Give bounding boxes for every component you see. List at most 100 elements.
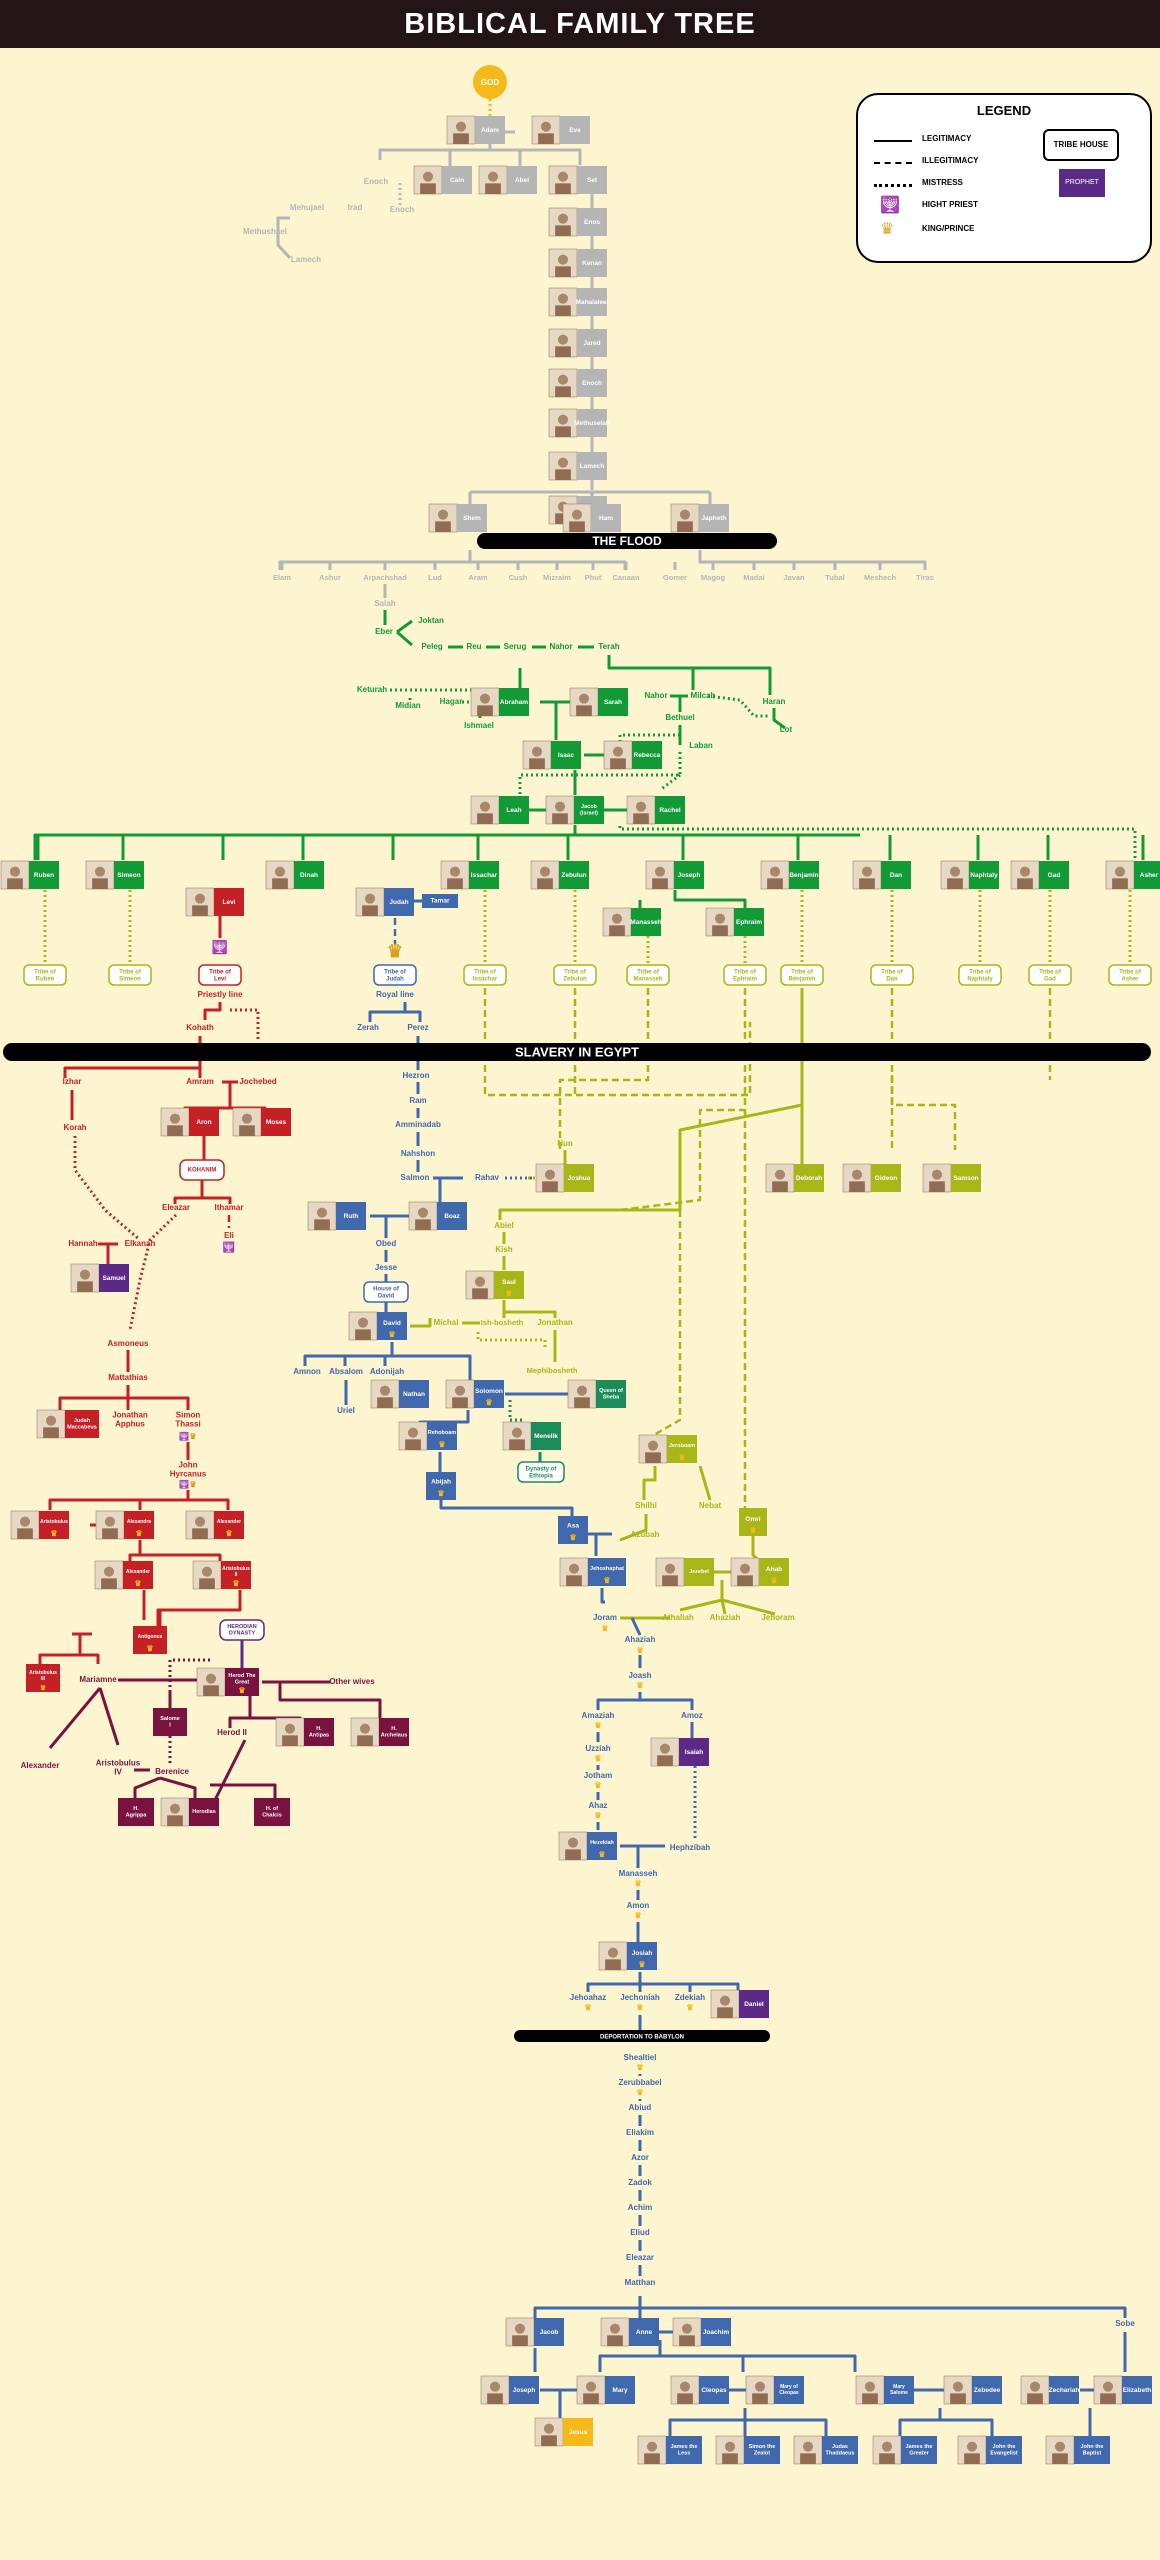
person-name: Saul (502, 1279, 516, 1286)
name-box (133, 1626, 167, 1654)
name-ahaziah: Ahaziah (625, 1635, 656, 1644)
legend: LEGEND LEGITIMACY ILLEGITIMACY MISTRESS … (856, 93, 1152, 263)
person-isaac: Isaac (522, 740, 581, 770)
name-irad: Irad (348, 203, 363, 212)
portrait-head (479, 693, 491, 704)
name-box (214, 1511, 244, 1539)
connector-line (673, 890, 747, 912)
connector-line (898, 2408, 942, 2438)
crown-icon: ♛ (678, 1453, 685, 1462)
connector-line (558, 988, 650, 1150)
person-herodias: Herodias (160, 1797, 219, 1827)
name-box (531, 1422, 561, 1450)
portrait-body (199, 1578, 215, 1589)
name-joktan: Joktan (418, 616, 444, 625)
person-name: Ruben (34, 872, 54, 879)
person-name: Herodias (192, 1809, 216, 1815)
crown-icon: ♛ (232, 1579, 239, 1588)
person-shem: Shem (428, 503, 487, 533)
name-box (631, 908, 661, 936)
person-antigonus: Antigonus♛ (133, 1626, 167, 1654)
person-anne: Anne (600, 2317, 659, 2347)
name-amaziah: Amaziah (582, 1711, 615, 1720)
person-david: David♛ (348, 1311, 407, 1341)
portrait-body (529, 758, 545, 769)
name-nahor: Nahor (549, 642, 572, 651)
portrait-body (542, 1181, 558, 1192)
name-other-wives: Other wives (329, 1677, 375, 1686)
person-name: Naphtaly (970, 872, 998, 879)
person-jared: Jared (548, 328, 607, 358)
portrait-body (362, 905, 378, 916)
portrait-head (557, 334, 569, 345)
name-keturah: Keturah (357, 685, 387, 694)
name-elam: Elam (273, 573, 291, 582)
connector-line (508, 1400, 525, 1422)
connector-line (707, 694, 770, 718)
portrait-body (92, 878, 108, 889)
portrait-head (754, 2381, 766, 2392)
portrait-head (719, 1995, 731, 2006)
name-box (969, 861, 999, 889)
name-izhar: Izhar (63, 1077, 82, 1086)
portrait-head (557, 374, 569, 385)
person-eve: Eve (531, 115, 590, 145)
god-badge-text: GOD (481, 78, 499, 87)
name-eleazar2: Eleazar (626, 2253, 654, 2262)
name-box (901, 2436, 937, 2464)
crown-icon: ♛ (603, 1576, 610, 1585)
name-box (701, 2318, 731, 2346)
portrait-head (554, 801, 566, 812)
portrait-body (862, 2393, 878, 2404)
name-box (225, 1668, 259, 1696)
name-box (577, 249, 607, 277)
connector-line (721, 1598, 776, 1616)
banner-text: SLAVERY IN EGYPT (515, 1044, 639, 1059)
person-gideon: Gideon (842, 1163, 901, 1193)
crown-icon: ♛ (634, 1911, 641, 1920)
legend-illegitimacy: ILLEGITIMACY (858, 155, 1038, 171)
portrait-head (681, 2323, 693, 2334)
person-josiah: Josiah♛ (598, 1941, 657, 1971)
person-name: Jeroboam (669, 1443, 695, 1449)
name-box (551, 741, 581, 769)
portrait-head (724, 2441, 736, 2452)
portrait-body (605, 1959, 621, 1970)
person-joachim: Joachim (672, 2317, 731, 2347)
connector-line (156, 1590, 242, 1630)
connector-line (368, 1002, 407, 1022)
portrait-body (239, 1125, 255, 1136)
name-lot: Lot (780, 725, 793, 734)
person-asher: Asher (1105, 860, 1160, 890)
person-name: Shem (463, 515, 481, 522)
legend-legitimacy: LEGITIMACY (858, 133, 1038, 149)
person-jesus: Jesus (534, 2417, 593, 2447)
name-jesse: Jesse (375, 1263, 398, 1272)
name-jotham: Jotham (584, 1771, 612, 1780)
name-box (699, 2376, 729, 2404)
portrait-body (555, 386, 571, 397)
connector-line (518, 752, 682, 795)
name-reu: Reu (466, 642, 481, 651)
person-name: Samson (953, 1175, 978, 1182)
person-seth: Set (548, 165, 607, 195)
portrait-head (511, 1427, 523, 1438)
crown-icon: ♛ (584, 2003, 591, 2012)
connector-line (638, 2296, 1127, 2318)
name-box (457, 504, 487, 532)
priest-king-icon: 🕎♛ (179, 1479, 196, 1489)
connector-line (668, 2408, 747, 2438)
person-naphtaly: Naphtaly (940, 860, 999, 890)
